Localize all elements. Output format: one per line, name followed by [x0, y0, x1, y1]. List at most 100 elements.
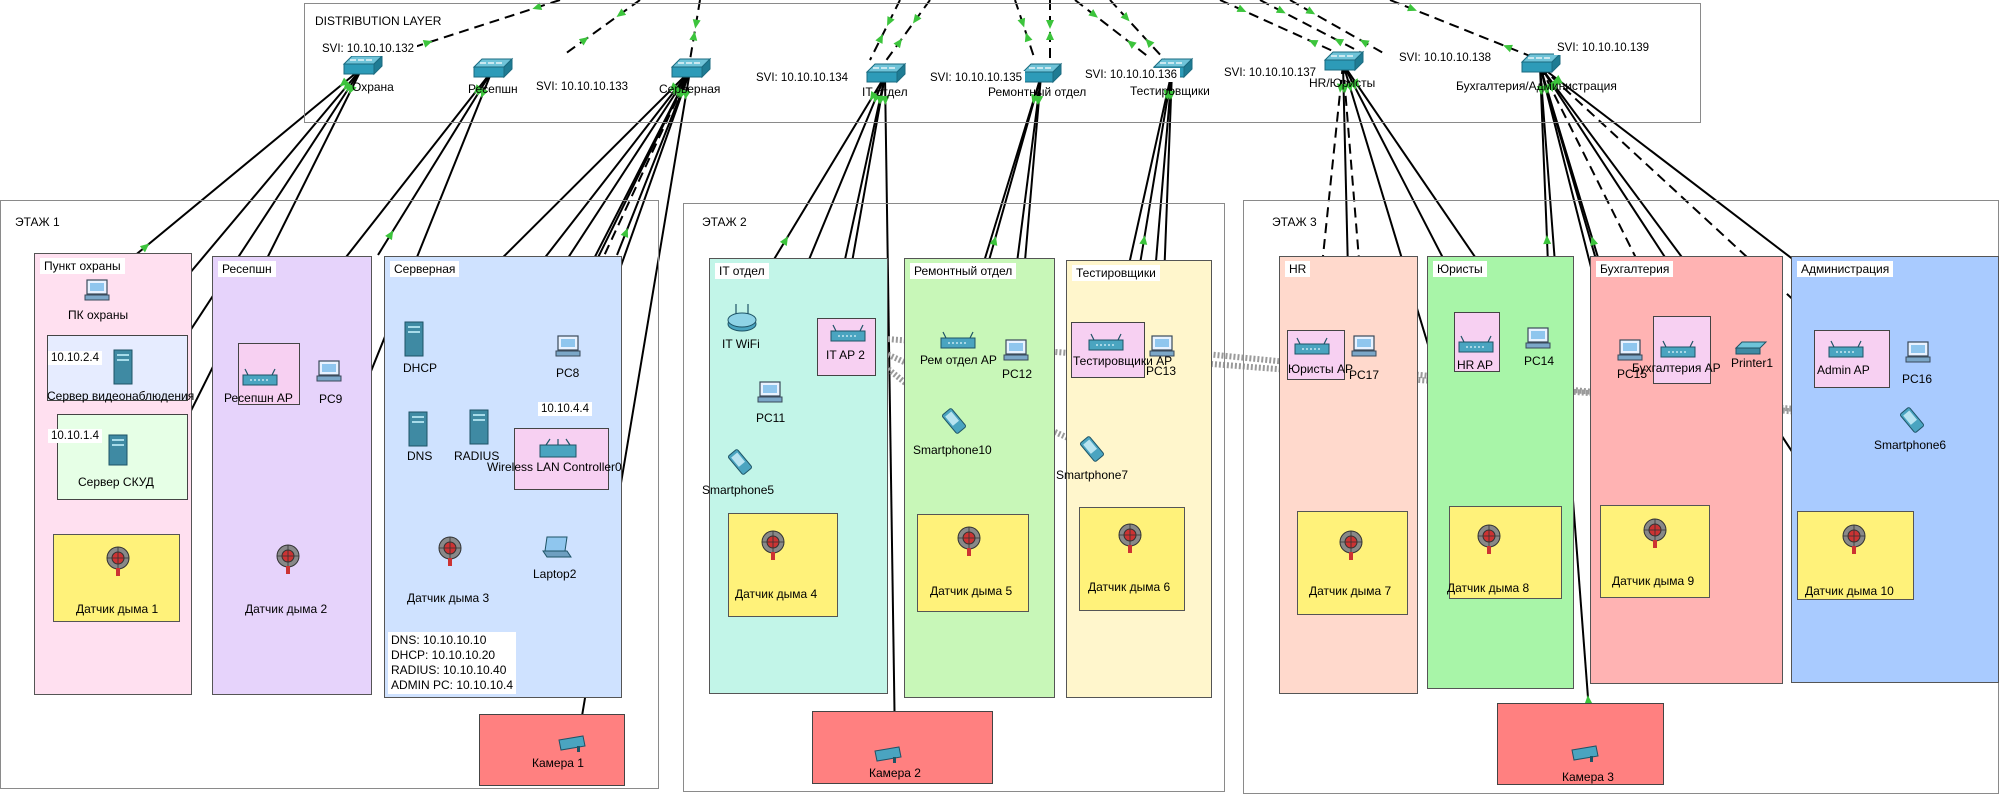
dns-server-icon	[408, 411, 428, 447]
admin-ap-icon	[1828, 340, 1864, 358]
smoke-label-1: Датчик дыма 1	[76, 602, 159, 616]
svi-hr: SVI: 10.10.10.137	[1221, 66, 1320, 80]
floor-2-title: ЭТАЖ 2	[700, 215, 749, 229]
wlc-box[interactable]	[514, 428, 609, 490]
camera-box-2	[812, 711, 993, 784]
pc14-label: PC14	[1524, 354, 1555, 368]
dhcp-label: DHCP	[403, 361, 438, 375]
room-admin-label: Администрация	[1797, 261, 1894, 277]
video-server-ip: 10.10.2.4	[48, 351, 102, 365]
access-link-29	[1139, 70, 1173, 265]
pc8-icon	[555, 335, 581, 357]
core-uplink-4	[884, 0, 931, 63]
smoke-label-2: Датчик дыма 2	[245, 602, 328, 616]
smoke-label-6: Датчик дыма 6	[1088, 580, 1171, 594]
hr-ap-label: HR AP	[1457, 358, 1494, 372]
video-server-label: Сервер видеонаблюдения	[47, 389, 195, 403]
wlc-ip: 10.10.4.4	[538, 402, 592, 416]
switch-icon-acc	[1520, 52, 1562, 74]
core-uplink-9	[1389, 0, 1531, 57]
server-config-note: DNS: 10.10.10.10 DHCP: 10.10.10.20 RADIU…	[388, 632, 517, 694]
pc11-label: PC11	[756, 411, 786, 425]
pc11-icon	[757, 381, 783, 403]
room-repair: Ремонтный отдел	[904, 258, 1055, 698]
pc16-icon	[1905, 341, 1931, 363]
admin-ap-box[interactable]	[1814, 330, 1890, 388]
pc15-label: PC15	[1617, 367, 1648, 381]
pk-security-icon	[84, 279, 110, 301]
camera-label-3: Камера 3	[1562, 770, 1614, 784]
camera-box-1	[479, 714, 625, 786]
switch-label-testers: Тестировщики	[1130, 84, 1210, 98]
pk-security-label: ПК охраны	[68, 308, 129, 322]
smartphone6-icon	[1900, 407, 1924, 433]
switch-label-repair: Ремонтный отдел	[988, 85, 1087, 99]
svi-it: SVI: 10.10.10.134	[753, 71, 852, 85]
smoke-detector-icon-3	[438, 536, 462, 566]
wireless-link-4	[1113, 342, 1911, 426]
smoke-detector-icon-2	[276, 544, 300, 574]
repair-ap-label: Рем отдел AP	[920, 353, 997, 367]
radius-server-icon	[469, 409, 489, 445]
camera-icon-3	[1571, 745, 1599, 762]
switch-label-security: Охрана	[352, 80, 394, 94]
admin-ap-label: Admin AP	[1817, 363, 1870, 377]
it-ap-icon	[830, 324, 866, 342]
smoke-label-9: Датчик дыма 9	[1612, 574, 1695, 588]
access-link-44	[1536, 65, 1552, 265]
camera-icon-2	[874, 746, 902, 763]
core-uplink-7	[1219, 0, 1336, 53]
distribution-layer-zone: DISTRIBUTION LAYER	[304, 3, 1701, 123]
camera-label-1: Камера 1	[532, 756, 584, 770]
room-hr-label: HR	[1285, 261, 1311, 277]
smartphone6-label: Smartphone6	[1874, 438, 1947, 452]
smartphone10-label: Smartphone10	[913, 443, 992, 457]
dhcp-server-icon	[404, 321, 424, 357]
smoke-detector-icon-7	[1339, 530, 1363, 560]
config-admin-pc: ADMIN PC: 10.10.10.4	[391, 678, 514, 692]
svi-reception: SVI: 10.10.10.133	[533, 80, 632, 94]
printer1-icon	[1734, 341, 1768, 355]
core-uplink-11	[1046, 0, 1054, 60]
room-reception-label: Ресепшн	[218, 261, 276, 277]
printer1-label: Printer1	[1731, 356, 1774, 370]
core-uplink-2	[564, 0, 641, 55]
switch-label-it: IT отдел	[862, 85, 908, 99]
video-server-icon	[113, 349, 133, 385]
room-reception: Ресепшн	[212, 256, 372, 695]
access-server-ip: 10.10.1.4	[48, 429, 102, 443]
camera-box-3	[1497, 703, 1664, 785]
reception-ap-box[interactable]	[238, 343, 300, 405]
smartphone10-icon	[942, 408, 966, 434]
core-uplink-1	[689, 0, 701, 61]
pc13-icon	[1149, 335, 1175, 357]
pc12-icon	[1003, 339, 1029, 361]
svi-security: SVI: 10.10.10.132	[319, 42, 418, 56]
radius-label: RADIUS	[454, 449, 500, 463]
room-accounting-label: Бухгалтерия	[1596, 261, 1674, 277]
it-ap-label: IT AP 2	[826, 348, 865, 362]
access-server-label: Сервер СКУД	[78, 475, 154, 489]
pc9-icon	[316, 360, 342, 382]
smoke-detector-icon-1	[106, 546, 130, 576]
config-dns: DNS: 10.10.10.10	[391, 633, 487, 647]
switch-label-reception: Ресепшн	[468, 82, 518, 96]
core-uplink-6	[1074, 0, 1151, 59]
svi-accounting: SVI: 10.10.10.138	[1396, 51, 1495, 65]
hr-ap-icon	[1458, 335, 1494, 353]
smoke-label-8: Датчик дыма 8	[1447, 581, 1530, 595]
room-repair-label: Ремонтный отдел	[910, 263, 1017, 279]
core-uplink-13	[1259, 0, 1361, 53]
smoke-detector-icon-6	[1118, 523, 1142, 553]
access-link-45	[1539, 65, 1601, 265]
switch-label-server: Серверная	[659, 82, 721, 96]
it-ap-box[interactable]	[817, 318, 876, 376]
smoke-detector-icon-9	[1643, 518, 1667, 548]
camera-icon-1	[558, 735, 586, 752]
distribution-layer-title: DISTRIBUTION LAYER	[313, 14, 444, 28]
smartphone7-icon	[1080, 436, 1104, 462]
testers-ap-label: Тестировщики AP	[1073, 354, 1173, 368]
testers-ap-icon	[1088, 333, 1124, 351]
config-dhcp: DHCP: 10.10.10.20	[391, 648, 496, 662]
